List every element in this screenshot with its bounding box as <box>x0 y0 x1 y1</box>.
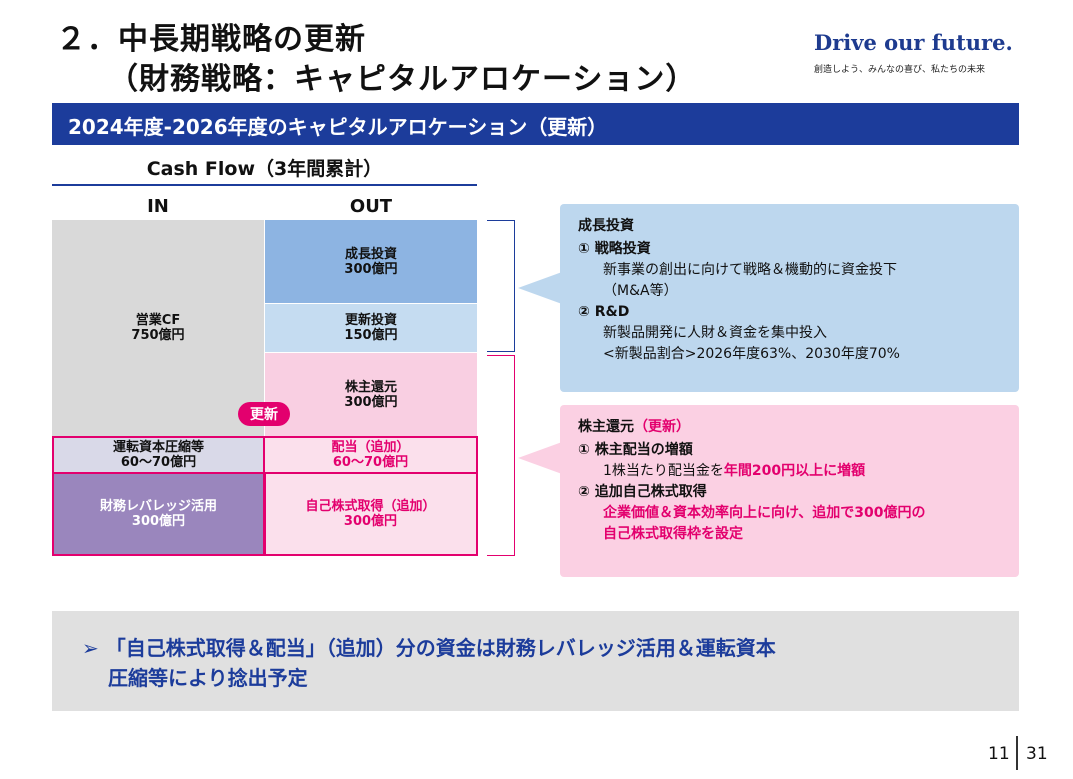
brand-tagline: 創造しよう、みんなの喜び、私たちの未来 <box>814 65 986 75</box>
growth-pointer <box>518 272 562 304</box>
out-column-header: OUT <box>349 196 393 217</box>
growth-investment-card: 成長投資 ① 戦略投資 新事業の創出に向けて戦略＆機動的に資金投下 （M&A等）… <box>560 204 1019 392</box>
brand-logo: Drive our future. <box>814 30 1013 55</box>
page-total: 31 <box>1026 744 1048 764</box>
cashflow-divider <box>52 184 477 186</box>
in-column-header: IN <box>147 196 169 217</box>
return-bracket <box>487 355 515 556</box>
section-banner: 2024年度-2026年度のキャピタルアロケーション（更新） <box>52 103 1019 145</box>
growth-bracket <box>487 220 515 352</box>
buyback-add-block: 自己株式取得（追加）300億円 <box>265 474 478 556</box>
dividend-add-block: 配当（追加）60〜70億円 <box>265 436 478 474</box>
block-divider <box>264 474 266 556</box>
return-pointer <box>518 442 562 474</box>
shareholder-return-card: 株主還元（更新） ① 株主配当の増額 1株当たり配当金を年間200円以上に増額 … <box>560 405 1019 577</box>
cashflow-title: Cash Flow（3年間累計） <box>146 158 383 180</box>
page-title: ２．中長期戦略の更新 <box>56 22 366 57</box>
page-subtitle: （財務戦略：キャピタルアロケーション） <box>108 62 697 97</box>
update-badge: 更新 <box>238 402 290 426</box>
page-divider <box>1016 736 1018 770</box>
summary-box: ➢ 「自己株式取得＆配当」（追加）分の資金は財務レバレッジ活用＆運転資本 圧縮等… <box>52 611 1019 711</box>
page-number: 11 <box>988 744 1010 764</box>
arrow-bullet-icon: ➢ <box>82 636 99 660</box>
